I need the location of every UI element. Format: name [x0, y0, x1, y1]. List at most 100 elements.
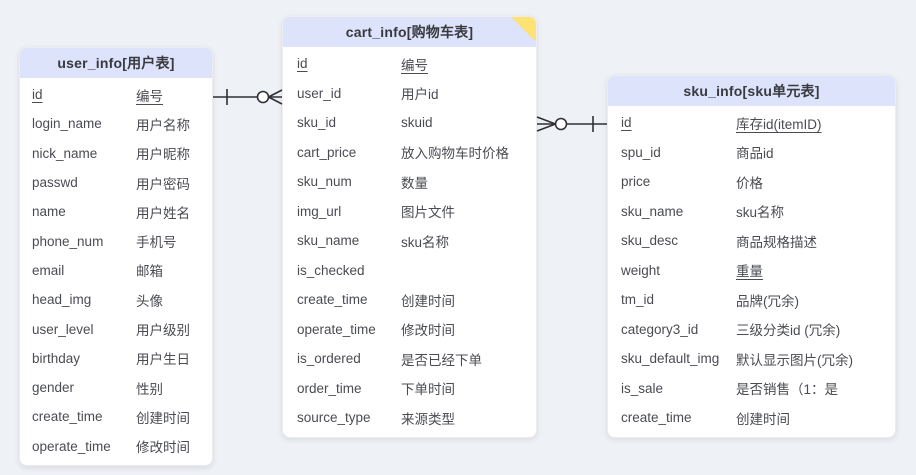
field-name: nick_name	[32, 145, 98, 161]
field-name: cart_price	[297, 144, 357, 160]
field-name: email	[32, 262, 65, 278]
field-name: head_img	[32, 292, 92, 308]
field-row-order_time[interactable]: order_time 下单时间	[283, 374, 536, 404]
field-name: order_time	[297, 380, 362, 396]
entity-sku-info-header[interactable]: sku_info[sku单元表]	[608, 76, 895, 106]
field-comment: 商品规格描述	[736, 234, 817, 250]
field-row-head_img[interactable]: head_img 头像	[20, 285, 212, 314]
field-row-user_id[interactable]: user_id 用户id	[283, 79, 536, 109]
field-name: id	[621, 115, 632, 131]
field-name: operate_time	[297, 321, 376, 337]
field-row-operate_time[interactable]: operate_time 修改时间	[283, 315, 536, 345]
field-name: sku_name	[621, 203, 684, 219]
field-row-spu_id[interactable]: spu_id 商品id	[608, 138, 895, 168]
field-comment: 用户生日	[136, 352, 190, 368]
field-comment: sku名称	[401, 234, 450, 250]
field-comment: skuid	[401, 115, 433, 131]
field-name: spu_id	[621, 144, 661, 160]
field-comment: 放入购物车时价格	[401, 146, 509, 162]
relation-sku-cart[interactable]	[531, 112, 613, 138]
field-name: sku_name	[297, 233, 360, 249]
field-name: sku_id	[297, 115, 337, 131]
field-name: gender	[32, 380, 75, 396]
field-row-img_url[interactable]: img_url 图片文件	[283, 197, 536, 227]
field-comment: 默认显示图片(冗余)	[736, 352, 853, 368]
field-comment: 修改时间	[401, 323, 455, 339]
field-comment: 是否销售（1：是	[736, 382, 839, 398]
field-comment: 用户级别	[136, 323, 190, 339]
entity-sku-info[interactable]: sku_info[sku单元表] id 库存id(itemID) spu_id 商品i…	[607, 75, 896, 438]
field-comment: 编号	[136, 88, 163, 104]
field-comment: 用户名称	[136, 117, 190, 133]
field-name: id	[32, 87, 43, 103]
field-row-sku_id[interactable]: sku_id skuid	[283, 108, 536, 138]
field-row-source_type[interactable]: source_type 来源类型	[283, 403, 536, 433]
field-comment: 邮箱	[136, 264, 163, 280]
field-comment: 商品id	[736, 146, 774, 162]
field-row-sku_name[interactable]: sku_name sku名称	[283, 226, 536, 256]
field-row-gender[interactable]: gender 性别	[20, 373, 212, 402]
field-name: source_type	[297, 410, 371, 426]
entity-user-info-header[interactable]: user_info[用户表]	[20, 48, 212, 78]
field-comment: 来源类型	[401, 411, 455, 427]
note-fold-icon[interactable]	[512, 17, 536, 41]
field-comment: 库存id(itemID)	[736, 116, 822, 132]
field-name: tm_id	[621, 292, 655, 308]
field-name: passwd	[32, 175, 78, 191]
field-row-category3_id[interactable]: category3_id 三级分类id (冗余)	[608, 315, 895, 345]
field-name: is_sale	[621, 380, 664, 396]
field-comment: 性别	[136, 381, 163, 397]
field-name: user_id	[297, 85, 342, 101]
field-row-birthday[interactable]: birthday 用户生日	[20, 344, 212, 373]
relation-user-cart[interactable]	[207, 85, 288, 111]
field-comment: 三级分类id (冗余)	[736, 323, 841, 339]
field-row-cart_price[interactable]: cart_price 放入购物车时价格	[283, 138, 536, 168]
field-name: is_checked	[297, 262, 365, 278]
field-name: weight	[621, 262, 661, 278]
field-row-id[interactable]: id 编号	[20, 80, 212, 109]
entity-title: user_info[用户表]	[57, 55, 175, 71]
field-row-sku_default_img[interactable]: sku_default_img 默认显示图片(冗余)	[608, 344, 895, 374]
field-name: birthday	[32, 350, 81, 366]
field-name: sku_default_img	[621, 351, 720, 367]
field-name: img_url	[297, 203, 342, 219]
field-row-email[interactable]: email 邮箱	[20, 256, 212, 285]
field-name: phone_num	[32, 233, 104, 249]
entity-cart-info-header[interactable]: cart_info[购物车表]	[283, 17, 536, 47]
field-comment: 用户id	[401, 87, 439, 103]
field-row-is_sale[interactable]: is_sale 是否销售（1：是	[608, 374, 895, 404]
field-comment: 用户昵称	[136, 147, 190, 163]
field-row-id[interactable]: id 库存id(itemID)	[608, 108, 895, 138]
field-comment: 用户姓名	[136, 205, 190, 221]
field-comment: 修改时间	[136, 440, 190, 456]
field-row-nick_name[interactable]: nick_name 用户昵称	[20, 139, 212, 168]
field-row-is_checked[interactable]: is_checked	[283, 256, 536, 286]
field-comment: 图片文件	[401, 205, 455, 221]
field-comment: 下单时间	[401, 382, 455, 398]
field-name: create_time	[32, 409, 103, 425]
field-name: category3_id	[621, 321, 699, 337]
field-comment: 创建时间	[401, 293, 455, 309]
field-comment: 头像	[136, 293, 163, 309]
